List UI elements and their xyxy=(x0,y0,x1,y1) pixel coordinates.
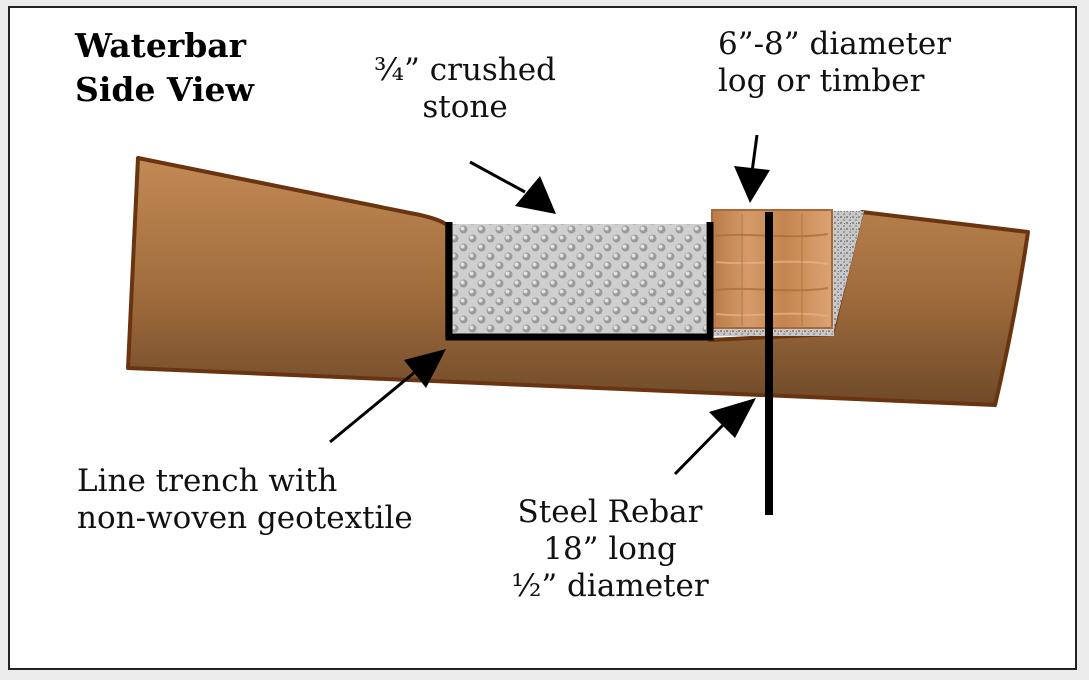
soil-ground xyxy=(126,156,1030,407)
gravel-backfill xyxy=(828,211,864,330)
arrow-log xyxy=(734,134,770,203)
arrow-rebar xyxy=(673,398,756,476)
label-log-timber: 6”-8” diameter log or timber xyxy=(718,26,952,99)
label-steel-rebar: Steel Rebar 18” long ½” diameter xyxy=(511,494,709,604)
geotextile-liner xyxy=(445,222,714,341)
title-line-2: Side View xyxy=(75,70,254,109)
title-line-1: Waterbar xyxy=(75,26,247,65)
crushed-stone-fill xyxy=(449,224,706,336)
diagram-title: Waterbar Side View xyxy=(75,24,254,112)
arrow-stone xyxy=(469,160,556,214)
label-crushed-stone: ¾” crushed stone xyxy=(374,52,556,125)
label-trench-geotextile: Line trench with non-woven geotextile xyxy=(77,463,413,536)
arrow-trench xyxy=(329,349,446,444)
